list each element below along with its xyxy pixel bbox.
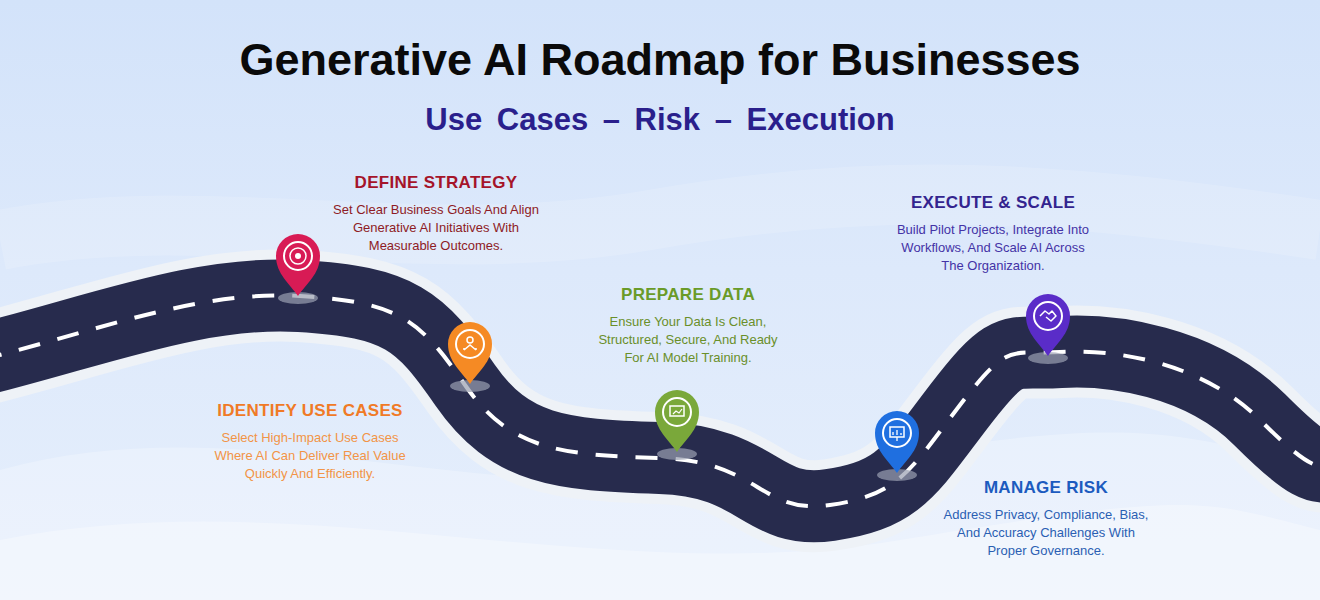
diagram-title: Generative AI Roadmap for Businesses bbox=[0, 34, 1320, 86]
pin-ring bbox=[883, 419, 911, 447]
stage-description: Build Pilot Projects, Integrate Into Wor… bbox=[890, 221, 1096, 275]
stage-heading: EXECUTE & SCALE bbox=[883, 193, 1103, 213]
stage-heading: PREPARE DATA bbox=[578, 285, 798, 305]
board-icon bbox=[670, 406, 684, 416]
stage-description: Select High-Impact Use Cases Where AI Ca… bbox=[207, 429, 413, 483]
stage-heading: DEFINE STRATEGY bbox=[326, 173, 546, 193]
map-pin bbox=[276, 234, 320, 304]
pin-body bbox=[875, 411, 919, 473]
pin-ring bbox=[1034, 302, 1062, 330]
roadmap-stage: EXECUTE & SCALE Build Pilot Projects, Int… bbox=[883, 193, 1103, 275]
pin-body bbox=[655, 390, 699, 452]
people-icon bbox=[467, 337, 473, 343]
roadmap-stage: DEFINE STRATEGY Set Clear Business Goals … bbox=[326, 173, 546, 255]
chart-icon bbox=[893, 430, 901, 441]
subtitle: Use Cases – Risk – Execution bbox=[0, 102, 1320, 138]
roadmap-stage: IDENTIFY USE CASES Select High-Impact Use… bbox=[200, 401, 420, 483]
board-icon bbox=[673, 409, 682, 414]
map-pin bbox=[875, 411, 919, 481]
pin-body bbox=[448, 322, 492, 384]
stage-description: Address Privacy, Compliance, Bias, And A… bbox=[943, 506, 1149, 560]
pin-ring bbox=[663, 398, 691, 426]
target-icon bbox=[295, 253, 301, 259]
pin-ring bbox=[284, 242, 312, 270]
map-pin bbox=[1026, 294, 1070, 364]
stage-heading: MANAGE RISK bbox=[936, 478, 1156, 498]
people-icon bbox=[464, 345, 476, 350]
stage-description: Set Clear Business Goals And Align Gener… bbox=[333, 201, 539, 255]
handshake-icon bbox=[1040, 311, 1056, 321]
pin-body bbox=[276, 234, 320, 296]
roadmap-stage: PREPARE DATA Ensure Your Data Is Clean, S… bbox=[578, 285, 798, 367]
map-pin bbox=[655, 390, 699, 460]
road-border bbox=[0, 295, 1320, 506]
stage-heading: IDENTIFY USE CASES bbox=[200, 401, 420, 421]
pin-body bbox=[1026, 294, 1070, 356]
map-pin bbox=[448, 322, 492, 392]
roadmap-stage: MANAGE RISK Address Privacy, Compliance, … bbox=[936, 478, 1156, 560]
pin-ring bbox=[456, 330, 484, 358]
background-wave bbox=[0, 505, 1320, 600]
road bbox=[0, 295, 1320, 506]
road-centerline bbox=[0, 295, 1320, 506]
stage-description: Ensure Your Data Is Clean, Structured, S… bbox=[595, 313, 781, 367]
background-wave bbox=[0, 195, 1320, 240]
target-icon bbox=[290, 248, 306, 264]
